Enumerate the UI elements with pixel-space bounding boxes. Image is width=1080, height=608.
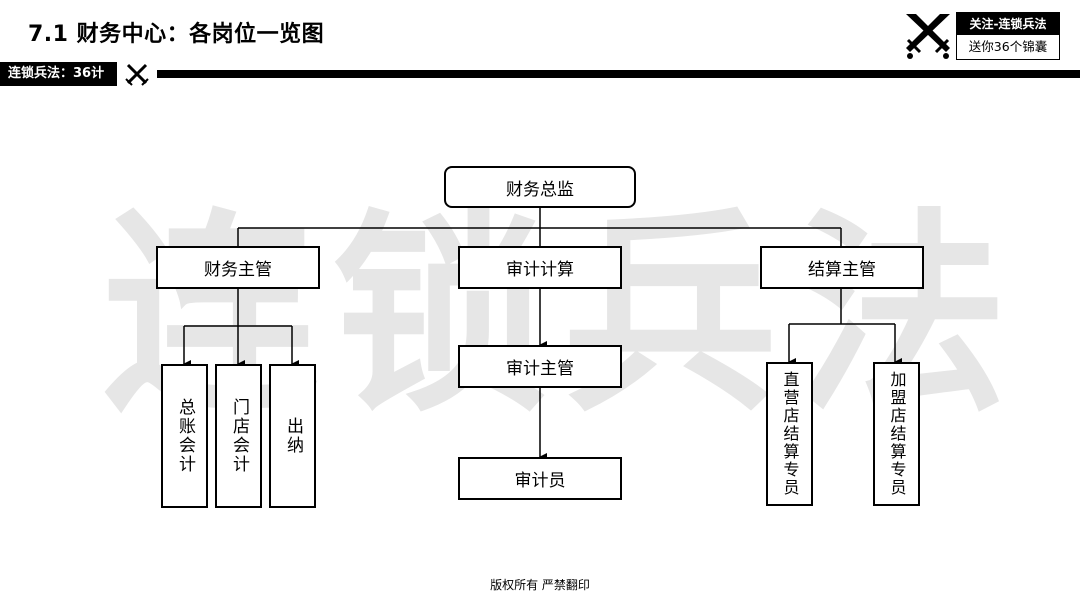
- node-direct-store-settlement: 直营店结算专员: [766, 362, 813, 506]
- copyright-footer: 版权所有 严禁翻印: [490, 578, 590, 592]
- crossed-swords-icon: [906, 14, 950, 59]
- page-title: 7.1 财务中心：各岗位一览图: [28, 22, 325, 47]
- node-finance-supervisor: 财务主管: [156, 246, 320, 289]
- header-rule: [157, 70, 1080, 78]
- node-auditor: 审计员: [458, 457, 622, 500]
- node-finance-director: 财务总监: [444, 166, 636, 208]
- node-franchise-store-settlement: 加盟店结算专员: [873, 362, 920, 506]
- node-store-accountant: 门店会计: [215, 364, 262, 508]
- node-audit-supervisor: 审计主管: [458, 345, 622, 388]
- crossed-swords-small-icon: [125, 63, 149, 86]
- node-cashier: 出纳: [269, 364, 316, 508]
- node-audit-calc: 审计计算: [458, 246, 622, 289]
- badge-follow-label: 关注-连锁兵法: [957, 13, 1059, 35]
- badge-gift-label: 送你36个锦囊: [968, 39, 1048, 54]
- node-settlement-supervisor: 结算主管: [760, 246, 924, 289]
- follow-badge: 关注-连锁兵法 送你36个锦囊: [956, 12, 1060, 60]
- node-ledger-accountant: 总账会计: [161, 364, 208, 508]
- series-tag: 连锁兵法：36计: [0, 62, 117, 86]
